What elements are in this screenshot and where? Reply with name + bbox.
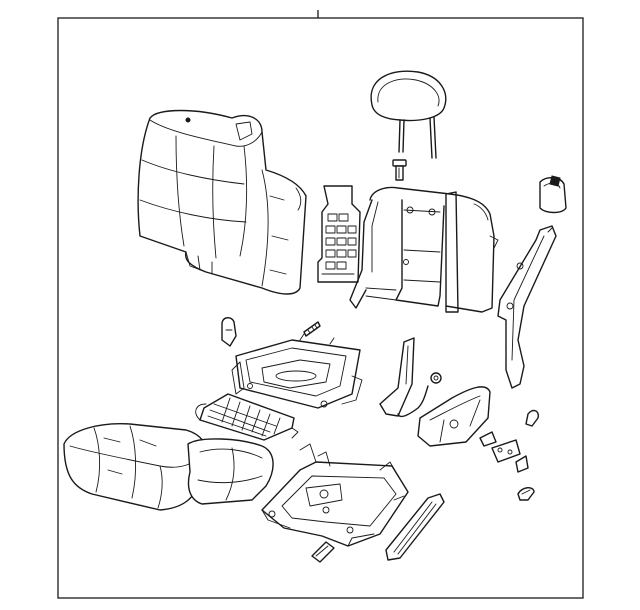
cushion-frame[interactable] [231,333,363,409]
cushion-pad[interactable] [187,438,274,505]
seat-belt-buckle[interactable] [379,337,442,418]
seat-adjuster[interactable] [261,443,409,547]
lumbar-support[interactable] [317,185,361,283]
seat-back-frame[interactable] [349,186,499,313]
seat-back-cover[interactable] [137,109,307,295]
side-shield[interactable] [417,386,491,447]
recliner-cover[interactable] [539,175,567,214]
switch-knobs[interactable] [479,409,540,501]
side-trim-panel[interactable] [497,225,557,389]
spring-mat[interactable] [195,393,299,441]
seat-track-cover[interactable] [385,493,445,561]
recliner-handle[interactable] [221,317,237,347]
diagram-frame [57,10,584,599]
seat-cushion-cover[interactable] [63,422,208,511]
spring-pin[interactable] [303,321,321,337]
headrest-guide[interactable] [392,159,407,181]
adjuster-bracket[interactable] [311,541,335,563]
headrest[interactable] [370,70,447,159]
